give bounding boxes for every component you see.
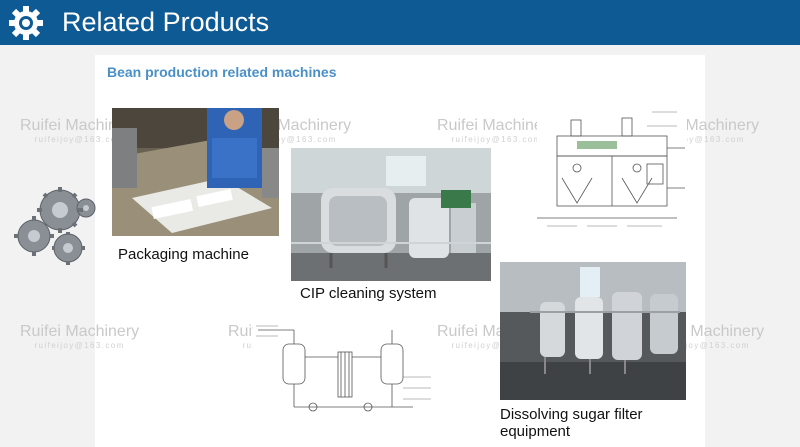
page-title: Related Products: [62, 7, 270, 37]
process-flow-schematic: [253, 322, 433, 420]
product-caption: Packaging machine: [118, 246, 249, 263]
section-subtitle: Bean production related machines: [107, 64, 337, 80]
header-bar: Related Products: [0, 0, 800, 45]
sugar-dissolving-schematic: [537, 108, 687, 240]
product-caption: Dissolving sugar filter equipment: [500, 406, 643, 440]
cip-cleaning-system-photo: [291, 148, 491, 281]
product-caption: CIP cleaning system: [300, 285, 437, 302]
dissolving-sugar-filter-photo: [500, 262, 686, 400]
gears-illustration: [14, 187, 96, 265]
gear-icon: [9, 6, 43, 40]
packaging-machine-photo: [112, 108, 279, 236]
